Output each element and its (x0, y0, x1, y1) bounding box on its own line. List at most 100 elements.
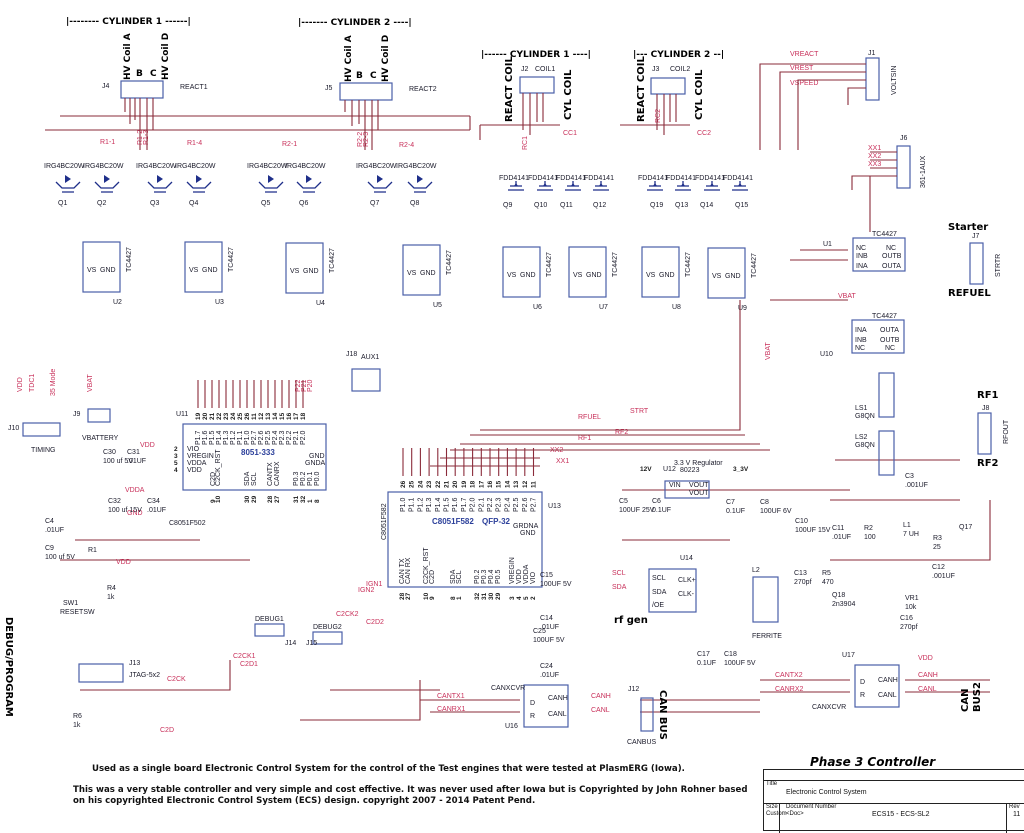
connector-j10 (22, 422, 61, 437)
pin-label: P2.5 (513, 497, 520, 512)
value-c7: 0.1UF (726, 508, 745, 515)
ref-c18: C18 (724, 651, 737, 658)
value-c3: .001UF (905, 482, 928, 489)
u13-pin-grdna: GRDNA (513, 523, 539, 530)
ref-c9: C9 (45, 545, 54, 552)
value-c30: 100 uf 5V (103, 458, 133, 465)
ref-c7: C7 (726, 499, 735, 506)
ref-c12: C12 (932, 564, 945, 571)
label-hv-coil-d-2: HV Coil D (381, 35, 391, 82)
ref-r4: R4 (107, 585, 116, 592)
net-r1-4: R1-4 (187, 140, 202, 147)
pin-label: P2.5 (265, 430, 272, 445)
connector-j15 (312, 631, 343, 645)
ref-u4: U4 (316, 300, 325, 307)
pin-label: P0.0 (314, 471, 321, 486)
chip-u11 (182, 423, 327, 491)
pin-label: P2.7 (251, 430, 258, 445)
ref-q6: Q6 (299, 200, 308, 207)
ref-ls2: LS2 (855, 434, 868, 441)
part-q5: IRG4BC20W (247, 163, 288, 170)
ref-j7: J7 (972, 233, 980, 240)
u11-bottom-pins: C2D9C2CK_RST10SDA30SCL29CANTX28CANRX27P0… (210, 449, 321, 503)
pin-number: 3 (509, 596, 516, 600)
u17-pin-canh: CANH (878, 677, 898, 684)
ref-j14: J14 (285, 640, 296, 647)
ref-r5: R5 (822, 570, 831, 577)
net-r2-1: R2-1 (282, 141, 297, 148)
pin-number: 8 (450, 596, 457, 600)
u10-pin-ina: INA (855, 327, 867, 334)
ref-u12: U12 (663, 466, 676, 473)
part-u8: TC4427 (685, 252, 692, 277)
pin-number: 17 (478, 480, 485, 488)
net-r2-2: R2-2 (357, 132, 364, 147)
value-c17: 0.1UF (697, 660, 716, 667)
ref-l1: L1 (903, 522, 911, 529)
value-l1: 7 UH (903, 531, 919, 538)
pin-number: 1 (307, 499, 314, 503)
pin-label: P0.2 (474, 569, 481, 584)
pin-number: 2 (530, 596, 537, 600)
u11-pin-gnda: GNDA (305, 460, 326, 467)
ref-q15: Q15 (735, 202, 748, 209)
pin-label: P1.7 (461, 497, 468, 512)
name-debug2: DEBUG2 (313, 624, 342, 631)
pin-number: 19 (195, 412, 202, 420)
ref-q18: Q18 (832, 592, 845, 599)
ref-c30: C30 (103, 449, 116, 456)
net-rc2: RC2 (655, 109, 662, 123)
pin-number: 30 (244, 495, 251, 503)
connector-j6 (896, 145, 911, 189)
ref-q13: Q13 (675, 202, 688, 209)
ref-c16: C16 (900, 615, 913, 622)
name-u16: CANXCVR (491, 685, 525, 692)
part-u12: 80223 (680, 467, 700, 474)
pin-number: 1 (456, 596, 463, 600)
u10-pin-outa: OUTA (880, 327, 899, 334)
pin-number: 5 (174, 460, 178, 467)
note-1: Used as a single board Electronic Contro… (92, 764, 685, 774)
label-b-1: B (136, 69, 143, 79)
pin-number: 2 (174, 446, 178, 453)
pin-number: 16 (286, 412, 293, 420)
ref-u16: U16 (505, 723, 518, 730)
ref-j2: J2 (521, 66, 529, 73)
pin-gnd: GND (303, 268, 319, 275)
docnum-label: Document Number (786, 804, 837, 810)
ref-u14: U14 (680, 555, 693, 562)
wires (45, 63, 991, 721)
u11-top-pins: P1.719P1.620P1.521P1.422P1.323P1.224P1.1… (195, 380, 307, 445)
chip-u13 (387, 491, 543, 588)
pin-label: C2D (429, 570, 436, 584)
net-vbat-j9: VBAT (87, 374, 94, 392)
pin-number: 19 (461, 480, 468, 488)
connector-j8 (977, 412, 992, 455)
part-q7: IRG4BC20W (356, 163, 397, 170)
chip-u14 (648, 568, 697, 613)
pin-label: P0.4 (488, 569, 495, 584)
net-scl-u14: SCL (612, 570, 626, 577)
pin-label: P0.3 (293, 471, 300, 486)
net-cantx1: CANTX1 (437, 693, 465, 700)
pin-label: P2.4 (504, 497, 511, 512)
pin-gnd: GND (659, 272, 675, 279)
pin-vs: VS (646, 272, 656, 279)
pin-label: P1.3 (426, 497, 433, 512)
pin-label: P2.0 (470, 497, 477, 512)
pin-label: P0.1 (307, 471, 314, 486)
value-c25: 100UF 5V (533, 637, 565, 644)
pin-label: P1.0 (400, 497, 407, 512)
connector-j18 (351, 368, 381, 392)
pin-number: 14 (272, 412, 279, 420)
u1-pin-nc: NC (856, 245, 866, 252)
